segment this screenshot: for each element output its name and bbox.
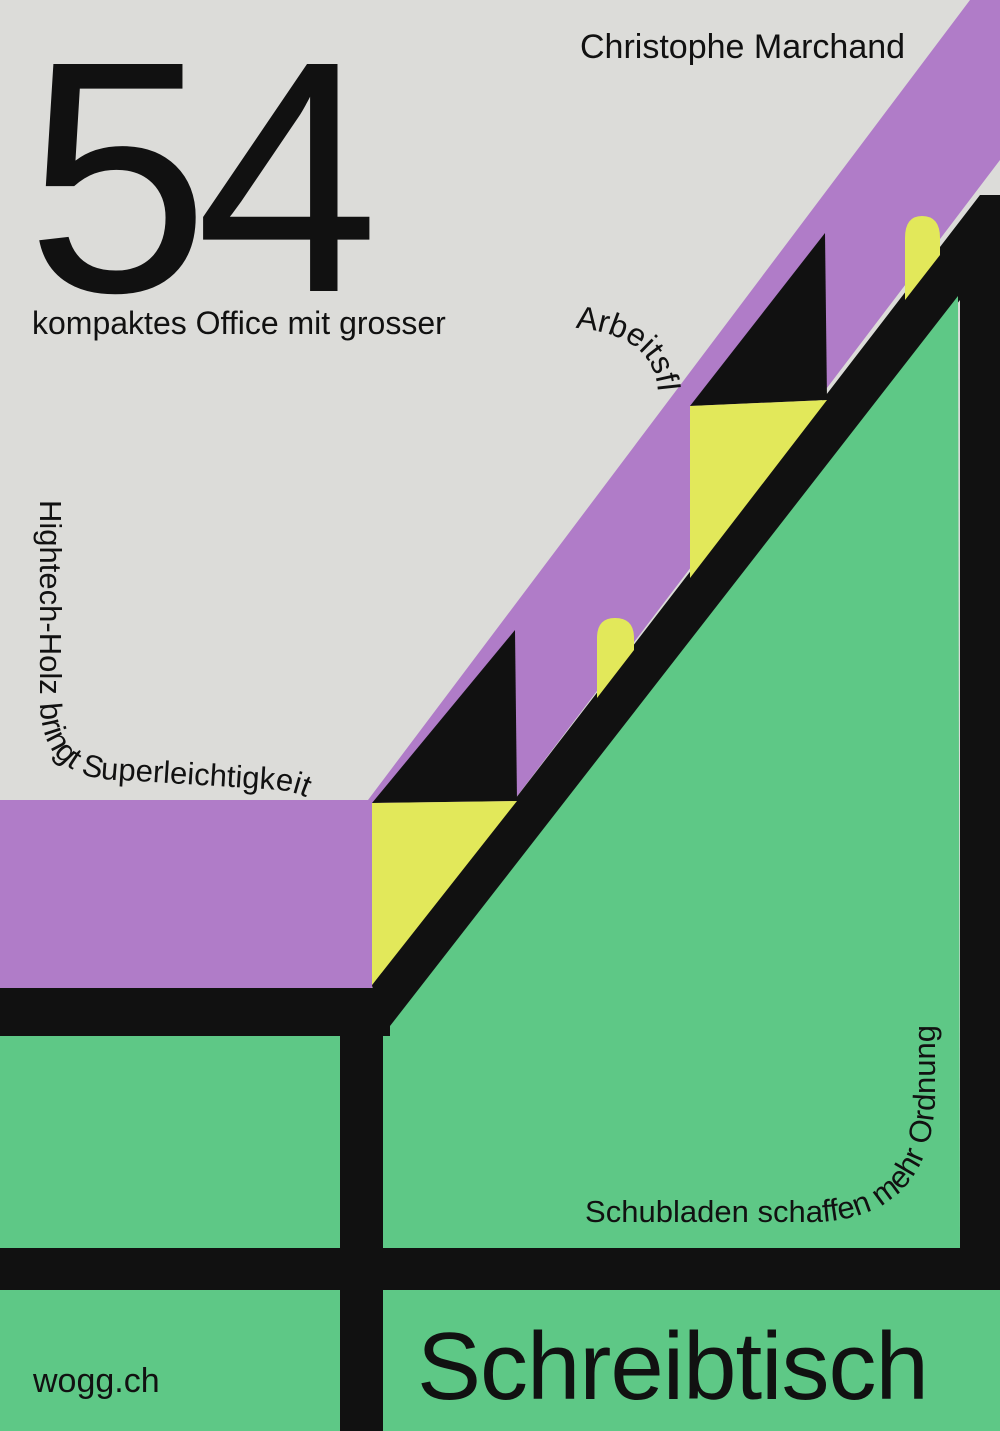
yellow-panel-lower [372,801,517,985]
yellow-handle-lower [597,618,634,698]
yellow-handle-top [905,216,940,300]
black-top-bar [0,988,390,1036]
tagline-workspace-a: kompaktes Office mit grosser [32,305,446,341]
model-number: 54 [26,0,379,361]
green-side-panel [383,296,960,1248]
website-url[interactable]: wogg.ch [33,1362,160,1400]
green-bottom-right [383,1290,1000,1431]
black-right-frame [372,195,1000,1431]
green-bottom-left [0,1290,340,1431]
black-bottom-bar [0,1248,1000,1290]
product-name: Schreibtisch [417,1313,929,1420]
black-drawer-lower [372,630,517,803]
black-vertical-leg [340,1020,383,1431]
black-drawer-top [690,233,827,406]
green-left-box [0,1036,340,1248]
yellow-panel-top [690,400,827,578]
designer-name: Christophe Marchand [580,28,906,66]
